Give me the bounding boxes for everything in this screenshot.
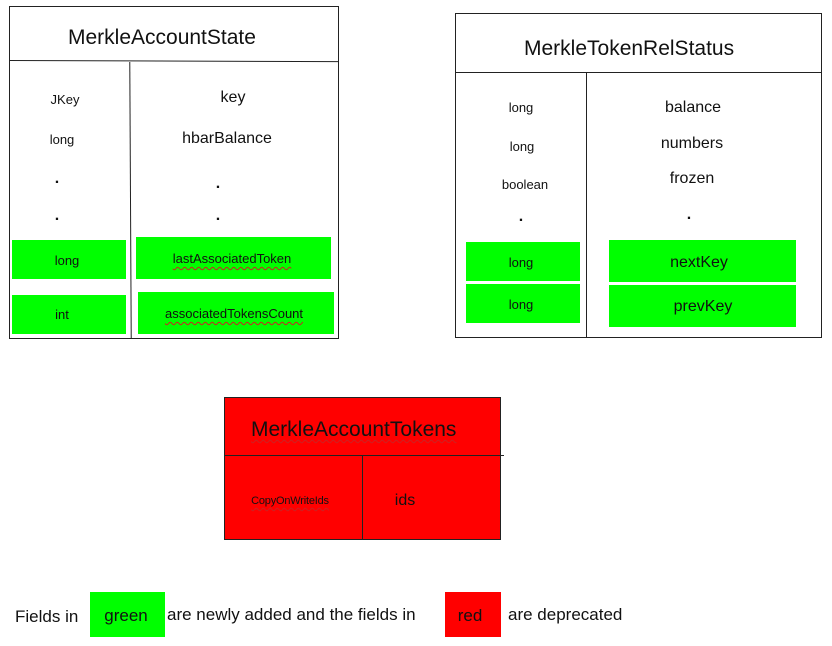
legend-prefix: Fields in [15, 607, 79, 626]
legend-suffix: are deprecated [508, 605, 623, 624]
legend-middle-text: are newly added and the fields in [167, 605, 416, 624]
token-rel-header-divider [455, 72, 822, 73]
account-state-field-hbar-balance: hbarBalance [182, 130, 272, 147]
token-rel-field-balance: balance [664, 99, 722, 116]
token-rel-type-ellipsis: . [518, 208, 524, 225]
account-state-type-ellipsis-2: . [54, 207, 60, 224]
legend-red-swatch [445, 592, 501, 637]
merkle-account-state-title: MerkleAccountState [68, 26, 256, 49]
legend-red-label: red [457, 606, 483, 625]
account-state-field-ellipsis-1: . [215, 175, 221, 192]
token-rel-new-type-cell-2 [466, 284, 580, 323]
legend-green-label: green [104, 606, 148, 625]
account-state-new-field-cell-2 [138, 292, 334, 334]
token-rel-field-next-key: nextKey [670, 254, 728, 271]
merkle-account-state-box [9, 6, 339, 339]
account-state-type-tokens-count: int [55, 307, 69, 322]
account-tokens-type-copy-on-write-ids: CopyOnWriteIds [251, 495, 329, 507]
account-state-field-associated-tokens-count: associatedTokensCount [164, 306, 304, 321]
account-state-type-balance: long [49, 132, 75, 147]
account-state-new-type-cell-1 [12, 240, 126, 279]
account-state-field-last-associated-token: lastAssociatedToken [172, 251, 292, 266]
account-tokens-header-divider [224, 455, 504, 456]
account-state-type-ellipsis-1: . [54, 170, 60, 187]
token-rel-new-type-cell-1 [466, 242, 580, 281]
token-rel-field-prev-key: prevKey [673, 298, 733, 315]
token-rel-type-balance: long [508, 100, 534, 115]
account-tokens-field-ids: ids [394, 492, 416, 509]
account-state-new-field-cell-1 [136, 237, 331, 279]
account-state-new-type-cell-2 [12, 295, 126, 334]
token-rel-field-frozen: frozen [669, 170, 715, 187]
account-state-type-key: JKey [50, 92, 80, 107]
token-rel-type-frozen: boolean [501, 177, 549, 192]
account-state-field-ellipsis-2: . [215, 207, 221, 224]
token-rel-type-next-key: long [508, 255, 534, 270]
account-state-field-key: key [220, 89, 246, 106]
token-rel-type-numbers: long [509, 139, 535, 154]
token-rel-type-prev-key: long [508, 297, 534, 312]
token-rel-new-field-cell-2 [609, 285, 796, 327]
token-rel-new-field-cell-1 [609, 240, 796, 282]
token-rel-field-numbers: numbers [660, 135, 724, 152]
token-rel-column-divider [586, 72, 587, 338]
merkle-token-rel-status-box [455, 13, 822, 338]
legend-green-swatch [90, 592, 165, 637]
token-rel-field-ellipsis: . [686, 206, 692, 223]
account-tokens-column-divider [362, 455, 363, 540]
merkle-account-tokens-title: MerkleAccountTokens [251, 418, 457, 441]
merkle-token-rel-status-title: MerkleTokenRelStatus [524, 37, 735, 60]
account-state-type-last-associated: long [54, 253, 80, 268]
